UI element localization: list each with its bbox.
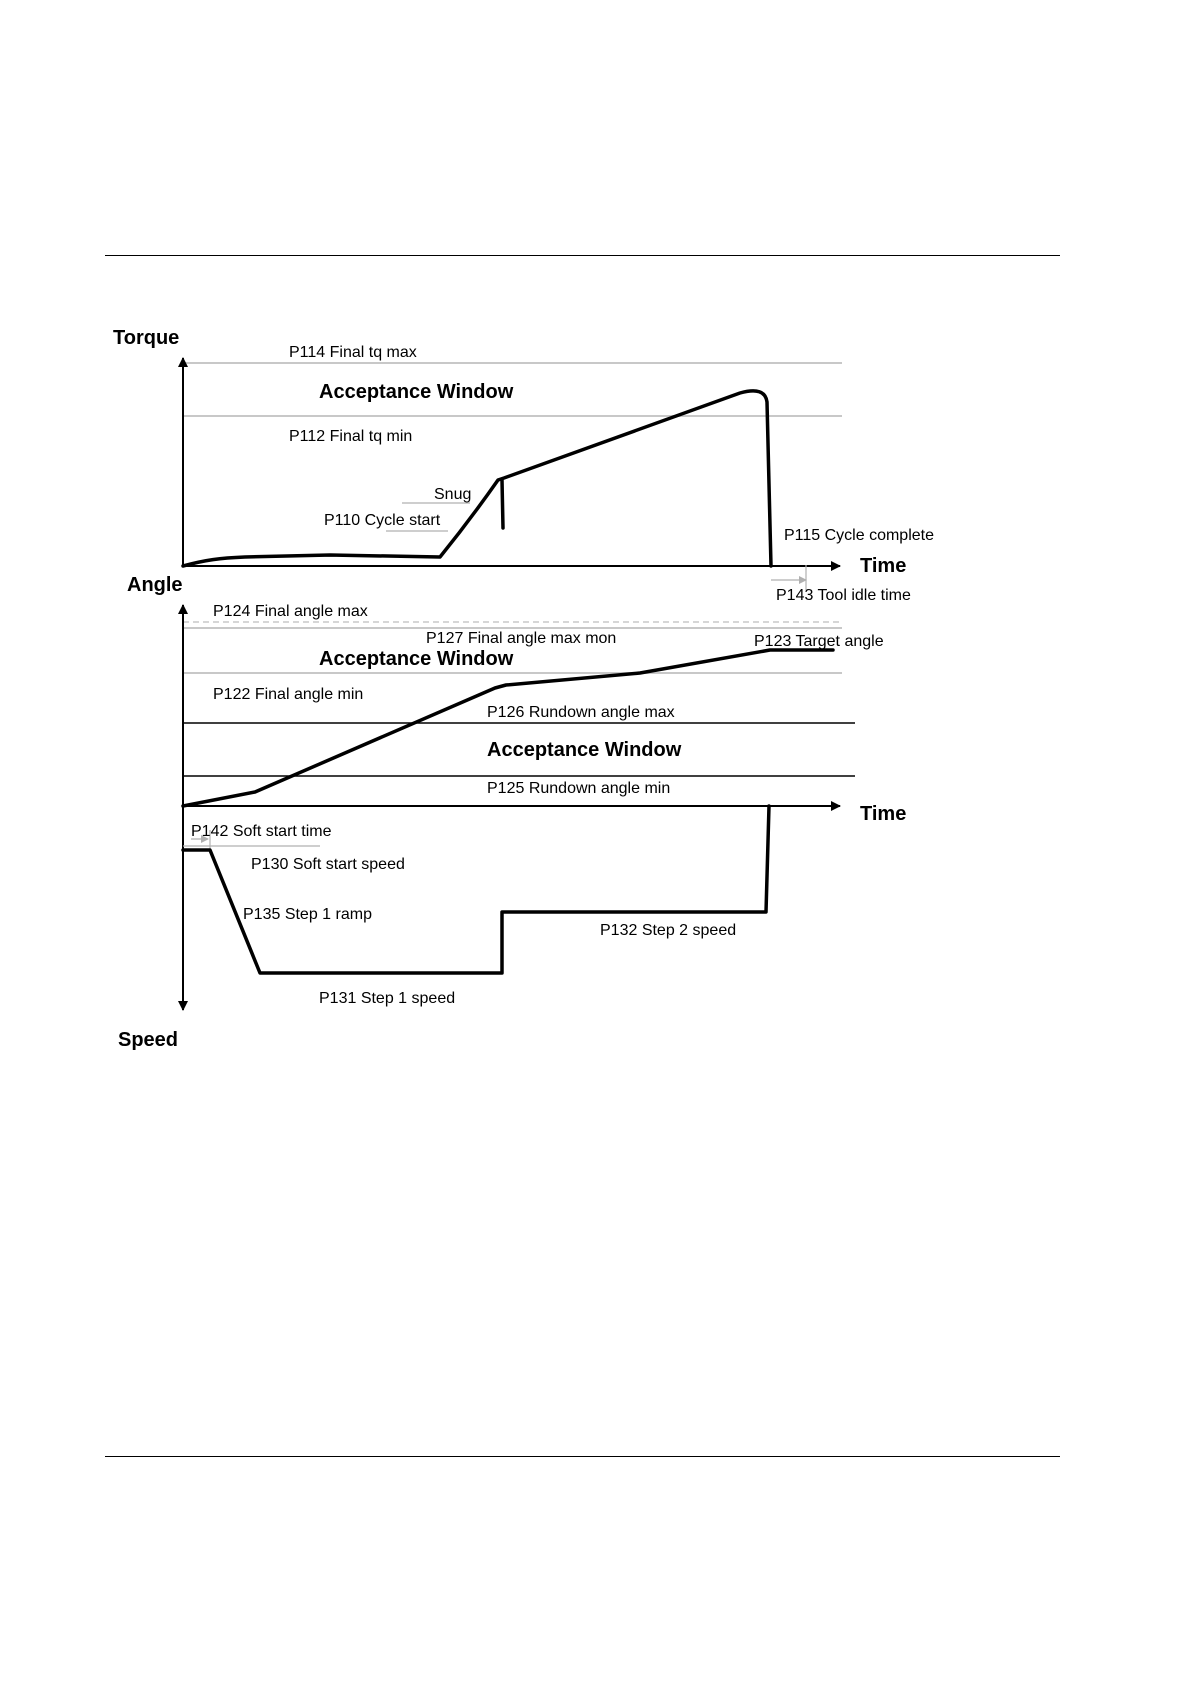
torque-time-axis-title: Time — [860, 555, 906, 577]
angle-axis-title: Angle — [127, 574, 183, 596]
speed-axis-title: Speed — [118, 1029, 178, 1051]
snug-drop-trace — [500, 478, 505, 530]
step2-speed-label: P132 Step 2 speed — [600, 922, 736, 939]
final-tq-min-label: P112 Final tq min — [289, 428, 412, 445]
final-angle-max-mon-label: P127 Final angle max mon — [426, 630, 616, 647]
torque-axis-title: Torque — [113, 327, 179, 349]
angle-panel: Angle Time P124 Final angle max P127 Fin… — [127, 574, 906, 825]
step1-speed-label: P131 Step 1 speed — [319, 990, 455, 1007]
rundown-angle-min-label: P125 Rundown angle min — [487, 780, 670, 797]
angle-time-axis-title: Time — [860, 803, 906, 825]
header-rule — [105, 255, 1060, 256]
target-angle-label: P123 Target angle — [754, 633, 884, 650]
final-angle-max-label: P124 Final angle max — [213, 603, 368, 620]
cycle-complete-label: P115 Cycle complete — [784, 527, 934, 544]
tool-idle-time-label: P143 Tool idle time — [776, 587, 911, 604]
soft-start-speed-label: P130 Soft start speed — [251, 856, 405, 873]
angle-upper-acceptance-window-label: Acceptance Window — [319, 648, 514, 670]
snug-label: Snug — [434, 486, 471, 503]
step1-ramp-label: P135 Step 1 ramp — [243, 906, 372, 923]
torque-panel: Torque Time P114 Final tq max Acceptance… — [113, 327, 934, 604]
rundown-angle-max-label: P126 Rundown angle max — [487, 704, 675, 721]
torque-curve — [181, 389, 773, 568]
angle-lower-acceptance-window-label: Acceptance Window — [487, 739, 682, 761]
final-angle-min-label: P122 Final angle min — [213, 686, 363, 703]
speed-curve — [181, 804, 771, 975]
speed-panel: Speed P142 Soft start time P130 Soft sta… — [118, 604, 771, 1051]
soft-start-time-label: P142 Soft start time — [191, 823, 332, 840]
cycle-start-label: P110 Cycle start — [324, 512, 441, 529]
final-tq-max-label: P114 Final tq max — [289, 344, 417, 361]
angle-curve — [181, 648, 835, 808]
footer-rule — [105, 1456, 1060, 1457]
torque-acceptance-window-label: Acceptance Window — [319, 381, 514, 403]
